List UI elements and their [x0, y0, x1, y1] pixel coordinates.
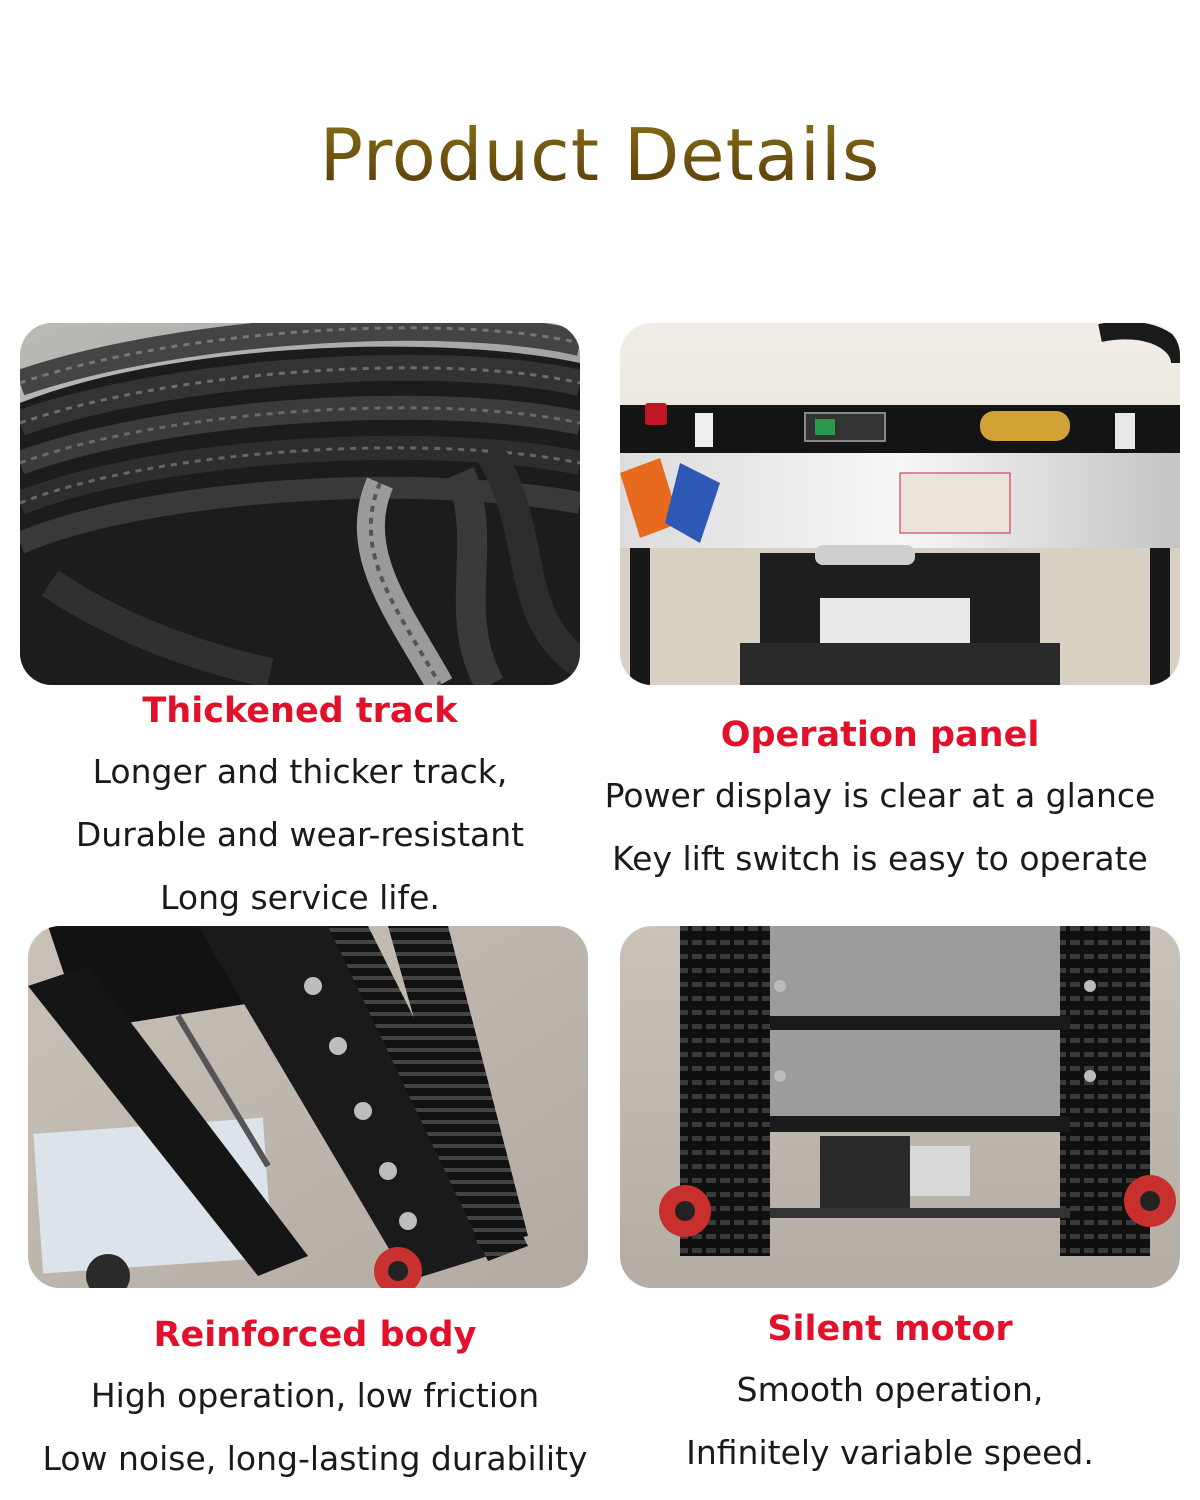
- control-panel-photo-icon: [620, 323, 1180, 685]
- page-title: Product Details: [0, 110, 1200, 200]
- motor-underside-photo-icon: [620, 926, 1180, 1288]
- caption-line: Low noise, long-lasting durability: [42, 1439, 588, 1478]
- body-photo: [28, 926, 588, 1288]
- caption-line: High operation, low friction: [90, 1376, 540, 1415]
- rubber-track-coil-photo-icon: [20, 323, 580, 685]
- caption-line: Power display is clear at a glance: [604, 776, 1156, 815]
- frame-track-photo-icon: [28, 926, 588, 1288]
- caption-line: Durable and wear-resistant: [75, 815, 525, 854]
- track-photo: [20, 323, 580, 685]
- caption-heading: Operation panel: [720, 715, 1040, 755]
- caption-heading: Thickened track: [142, 691, 458, 731]
- caption-thickened-track: Thickened track Longer and thicker track…: [20, 688, 580, 929]
- caption-line: Key lift switch is easy to operate: [612, 839, 1148, 878]
- caption-line: Infinitely variable speed.: [686, 1433, 1094, 1472]
- caption-line: Longer and thicker track,: [92, 752, 508, 791]
- caption-line: Long service life.: [160, 878, 440, 917]
- caption-silent-motor: Silent motor Smooth operation, Infinitel…: [600, 1306, 1180, 1484]
- caption-operation-panel: Operation panel Power display is clear a…: [590, 712, 1170, 890]
- caption-heading: Silent motor: [767, 1309, 1013, 1349]
- panel-photo: [620, 323, 1180, 685]
- motor-photo: [620, 926, 1180, 1288]
- caption-reinforced-body: Reinforced body High operation, low fric…: [20, 1312, 610, 1490]
- caption-line: Smooth operation,: [736, 1370, 1044, 1409]
- caption-heading: Reinforced body: [153, 1315, 477, 1355]
